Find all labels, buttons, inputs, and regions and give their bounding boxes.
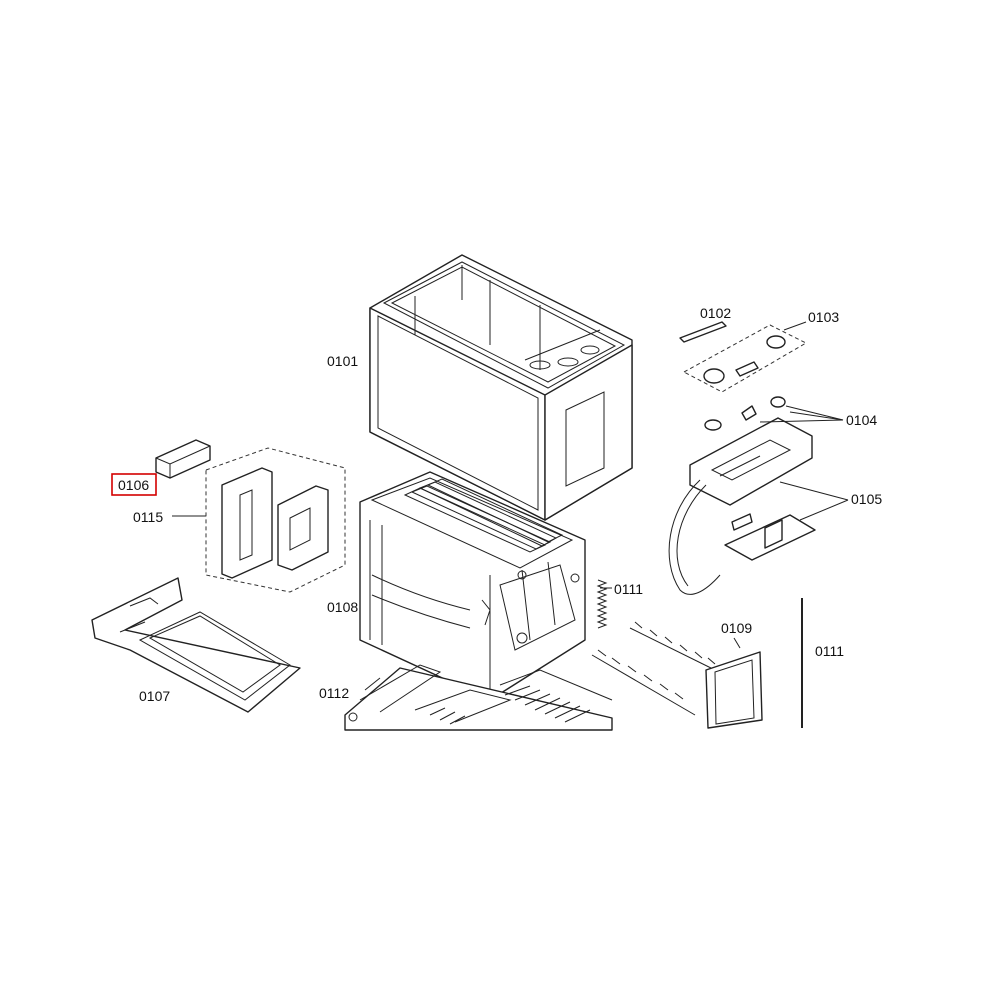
callout-0111-spring: 0111: [614, 581, 643, 597]
part-0111-spring: [596, 579, 608, 629]
callout-0112: 0112: [319, 685, 349, 701]
callout-0109: 0109: [721, 620, 752, 636]
part-0112-base: [344, 664, 613, 731]
part-0106-lever-cap: [155, 439, 211, 479]
callout-0111-rod: 0111: [815, 643, 844, 659]
part-0101-housing: [369, 254, 633, 521]
part-0107-crumb-tray: [91, 577, 301, 713]
callout-0115: 0115: [133, 509, 163, 525]
callout-0102: 0102: [700, 305, 731, 321]
part-0109-racks: [591, 621, 763, 729]
part-0103-buttons: [682, 324, 808, 393]
callout-0103: 0103: [808, 309, 839, 325]
part-0105-control-board: [668, 417, 816, 595]
callout-0107: 0107: [139, 688, 170, 704]
callout-0105: 0105: [851, 491, 882, 507]
callout-0108: 0108: [327, 599, 358, 615]
part-0115-side-panels: [205, 447, 346, 593]
callout-0101: 0101: [327, 353, 358, 369]
highlight-box-0106: [111, 473, 157, 496]
callout-0104: 0104: [846, 412, 877, 428]
leader-lines: [172, 321, 849, 649]
part-0108-chamber: [359, 471, 586, 701]
callout-labels: 0101 0102 0103 0104 0105 0106 0107 0108 …: [118, 305, 882, 704]
part-0104-knobs: [704, 396, 786, 431]
part-0102-slider: [679, 321, 727, 343]
callout-0106: 0106: [118, 477, 149, 493]
